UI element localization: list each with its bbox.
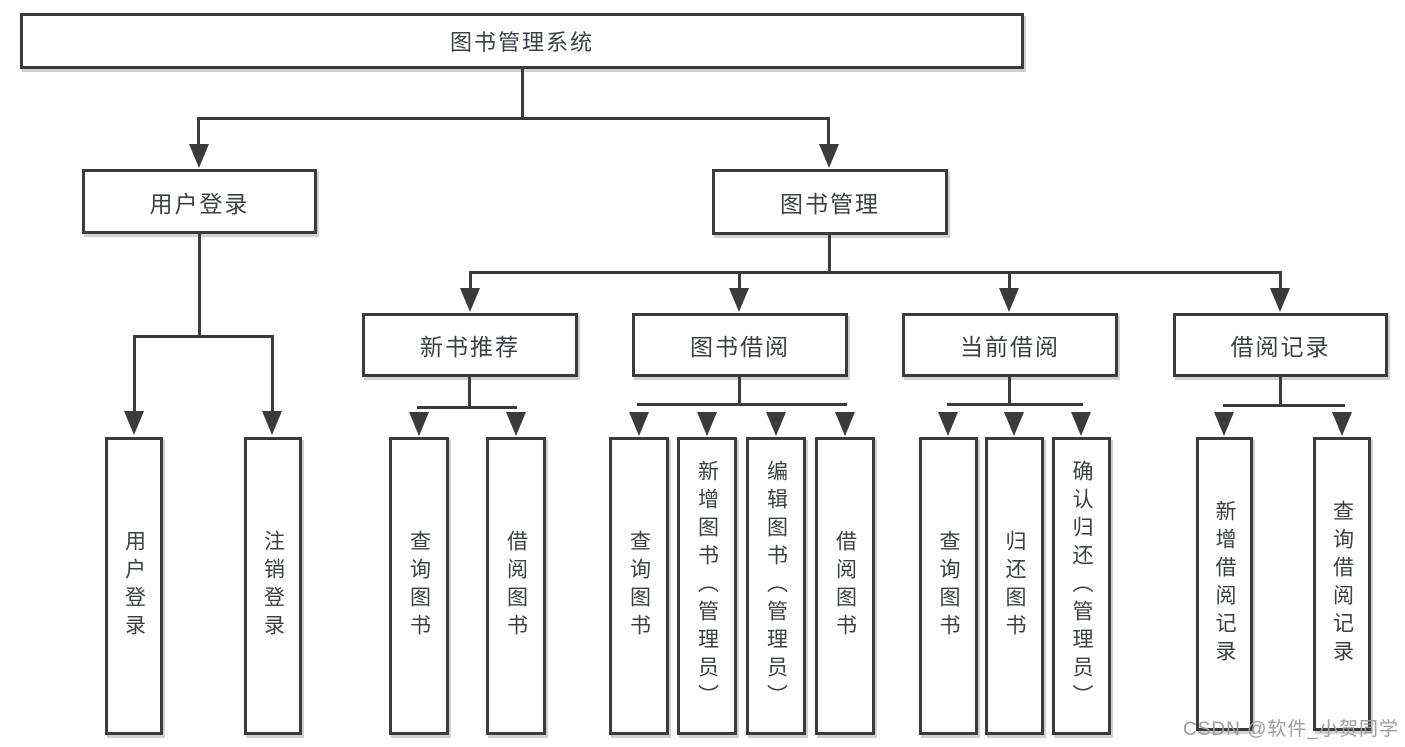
connector-line [827,117,830,149]
leaf-records-add-record: 新增借阅记录 [1196,437,1253,731]
leaf-logout: 注销登录 [244,437,302,735]
arrowhead-down [766,412,786,436]
connector-line [947,403,1083,406]
leaf-current-confirm-return-admin: 确认归还（管理员） [1052,437,1111,735]
leaf-label: 查询图书 [937,530,960,642]
node-new-book-recommend: 新书推荐 [362,313,578,377]
connector-line [1279,271,1282,289]
arrowhead-down [729,288,749,312]
arrowhead-down [1004,412,1024,436]
arrowhead-down [629,412,649,436]
leaf-label: 新增图书（管理员） [695,460,719,712]
connector-line [1008,271,1011,289]
arrowhead-down [506,412,526,436]
connector-line [738,271,741,289]
leaf-label: 注销登录 [261,530,285,642]
leaf-label: 编辑图书（管理员） [764,460,788,712]
arrowhead-down [835,412,855,436]
arrowhead-down [697,412,717,436]
arrowhead-down [409,412,429,436]
leaf-newbook-borrow-books: 借阅图书 [486,437,546,735]
leaf-label: 借阅图书 [833,530,857,642]
leaf-borrow-edit-books-admin: 编辑图书（管理员） [746,437,806,735]
connector-line [417,406,517,409]
connector-line [197,117,830,120]
arrowhead-down [460,288,480,312]
arrowhead-down [124,411,144,435]
leaf-label: 用户登录 [122,530,146,642]
leaf-user-login: 用户登录 [105,437,163,735]
connector-line [271,335,274,413]
connector-line [738,376,741,406]
leaf-newbook-query-books: 查询图书 [389,437,449,735]
connector-line [469,271,472,289]
leaf-current-query-books: 查询图书 [919,437,978,735]
leaf-label: 新增借阅记录 [1213,500,1236,668]
leaf-current-return-books: 归还图书 [985,437,1044,735]
connector-line [133,335,136,413]
connector-line [637,403,847,406]
arrowhead-down [999,288,1019,312]
node-book-borrowing: 图书借阅 [632,313,848,377]
leaf-label: 查询图书 [627,530,651,642]
arrowhead-down [1332,412,1352,436]
connector-line [197,117,200,149]
node-current-borrowing: 当前借阅 [902,313,1118,377]
leaf-label: 归还图书 [1003,530,1026,642]
leaf-label: 确认归还（管理员） [1070,460,1093,712]
arrowhead-down [1214,412,1234,436]
connector-line [468,376,471,409]
arrowhead-down [262,411,282,435]
arrowhead-down [189,144,209,168]
connector-line [1008,376,1011,406]
connector-line [198,232,201,337]
node-book-management: 图书管理 [712,169,948,235]
arrowhead-down [1071,412,1091,436]
connector-line [133,335,274,338]
node-borrowing-records: 借阅记录 [1173,313,1388,377]
arrowhead-down [819,144,839,168]
arrowhead-down [1270,288,1290,312]
connector-line [828,233,831,273]
connector-line [469,271,1282,274]
arrowhead-down [938,412,958,436]
connector-line [1223,404,1345,407]
connector-line [521,68,524,118]
leaf-borrow-add-books-admin: 新增图书（管理员） [677,437,737,735]
node-library-system: 图书管理系统 [20,13,1024,69]
leaf-borrow-borrow-books: 借阅图书 [815,437,875,735]
leaf-label: 借阅图书 [504,530,528,642]
leaf-records-query-record: 查询借阅记录 [1313,437,1371,731]
node-user-login: 用户登录 [82,169,317,234]
leaf-borrow-query-books: 查询图书 [609,437,669,735]
leaf-label: 查询借阅记录 [1330,500,1354,668]
connector-line [1279,376,1282,407]
leaf-label: 查询图书 [407,530,431,642]
watermark: CSDN @软件_小贺同学 [1183,719,1399,740]
